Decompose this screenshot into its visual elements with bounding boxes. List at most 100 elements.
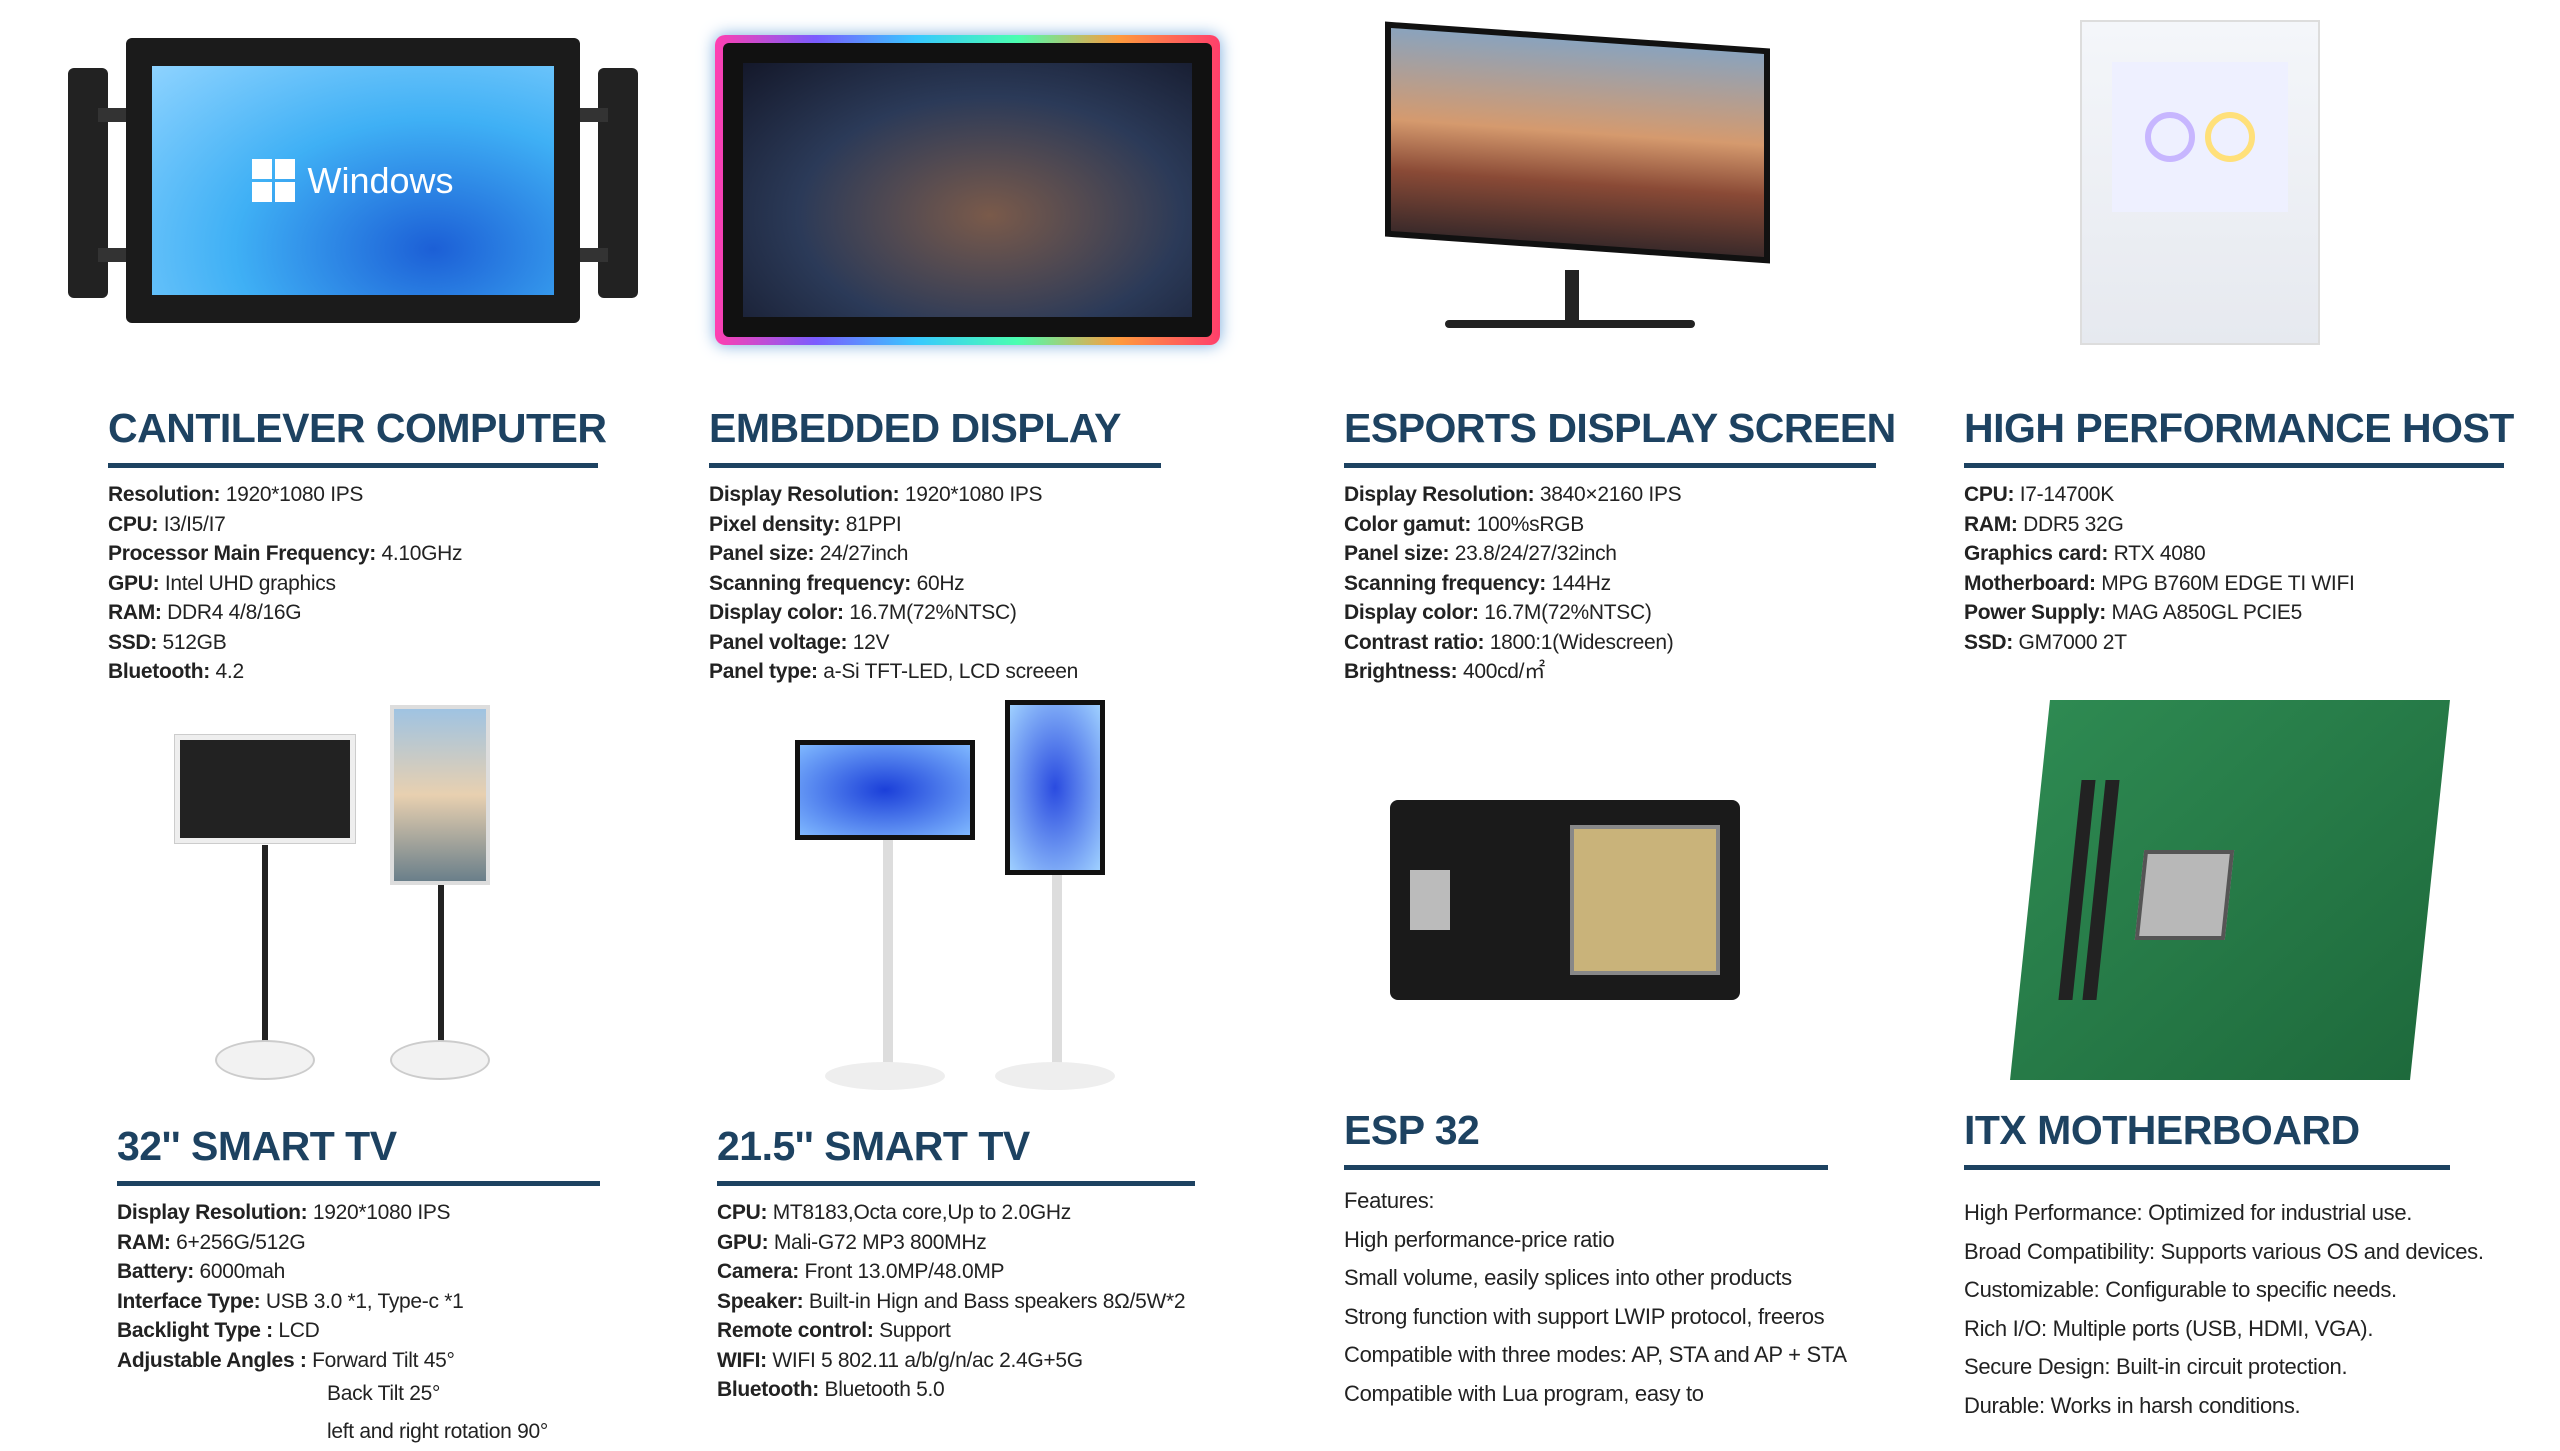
spec-value: 60Hz <box>916 571 965 595</box>
spec-line: CPU: I3/I5/I7 <box>108 510 598 540</box>
spec-list: High Performance: Optimized for industri… <box>1964 1194 2484 1425</box>
spec-value: 4.10GHz <box>381 542 463 565</box>
spec-label: Remote control: <box>717 1319 874 1342</box>
spec-line: SSD: GM7000 2T <box>1964 628 2504 658</box>
feature-line: High performance-price ratio <box>1344 1226 1615 1252</box>
spec-value: 4.2 <box>215 660 245 683</box>
smart-tv-215-image <box>795 700 1135 1100</box>
feature-line: Strong function with support LWIP protoc… <box>1344 1303 1825 1329</box>
spec-line: Motherboard: MPG B760M EDGE TI WIFI <box>1964 569 2504 599</box>
spec-label: Display Resolution: <box>709 483 900 506</box>
feature-line: Compatible with three modes: AP, STA and… <box>1344 1342 1847 1367</box>
spec-label: Display color: <box>1344 601 1479 624</box>
spec-value: Bluetooth 5.0 <box>824 1378 945 1401</box>
spec-label: Brightness: <box>1344 660 1458 683</box>
cantilever-computer-image: Windows <box>68 38 638 328</box>
spec-label: Motherboard: <box>1964 571 2096 595</box>
spec-value: 3840×2160 IPS <box>1539 483 1682 506</box>
spec-value: 23.8/24/27/32inch <box>1454 542 1617 565</box>
product-esports: ESPORTS DISPLAY SCREEN Display Resolution… <box>1344 405 1896 687</box>
title-underline <box>108 463 598 468</box>
spec-line: SSD: 512GB <box>108 628 598 658</box>
spec-label: Color gamut: <box>1344 512 1472 536</box>
title-underline <box>1344 463 1876 468</box>
title-underline <box>1964 463 2504 468</box>
product-title: ITX MOTHERBOARD <box>1964 1107 2360 1153</box>
spec-value: DDR4 4/8/16G <box>167 601 302 624</box>
spec-label: Battery: <box>117 1260 194 1283</box>
spec-line: RAM: DDR4 4/8/16G <box>108 598 598 628</box>
spec-value: 1920*1080 IPS <box>312 1201 451 1224</box>
spec-label: GPU: <box>108 571 160 595</box>
spec-label: RAM: <box>1964 512 2018 536</box>
spec-line: CPU: I7-14700K <box>1964 480 2504 510</box>
spec-line: Color gamut: 100%sRGB <box>1344 510 1876 540</box>
spec-line: Display Resolution: 3840×2160 IPS <box>1344 480 1876 510</box>
itx-motherboard-image <box>2010 700 2450 1080</box>
spec-value: 16.7M(72%NTSC) <box>1484 601 1652 624</box>
spec-value: a-Si TFT-LED, LCD screeen <box>823 660 1078 683</box>
title-underline <box>1344 1165 1828 1170</box>
spec-label: Graphics card: <box>1964 542 2109 565</box>
spec-line: RAM: DDR5 32G <box>1964 510 2504 540</box>
spec-label: Resolution: <box>108 483 221 506</box>
spec-line: Scanning frequency: 60Hz <box>709 569 1161 599</box>
spec-value: I7-14700K <box>2019 483 2115 506</box>
spec-line: Display color: 16.7M(72%NTSC) <box>1344 598 1876 628</box>
spec-value: 400cd/㎡ <box>1462 660 1545 683</box>
spec-label: Adjustable Angles : <box>117 1348 307 1372</box>
feature-line: Secure Design: Built-in circuit protecti… <box>1964 1354 2348 1379</box>
title-underline <box>709 463 1161 468</box>
spec-line: Scanning frequency: 144Hz <box>1344 569 1876 599</box>
pc-case-image <box>2080 20 2320 345</box>
spec-line: Pixel density: 81PPI <box>709 510 1161 540</box>
spec-line: Graphics card: RTX 4080 <box>1964 539 2504 569</box>
spec-value: 12V <box>852 630 890 654</box>
spec-label: CPU: <box>1964 483 2015 506</box>
spec-label: SSD: <box>108 630 157 654</box>
spec-value: USB 3.0 *1, Type-c *1 <box>265 1289 464 1313</box>
spec-value: I3/I5/I7 <box>163 512 226 536</box>
spec-line: CPU: MT8183,Octa core,Up to 2.0GHz <box>717 1198 1195 1228</box>
spec-line: Contrast ratio: 1800:1(Widescreen) <box>1344 628 1876 658</box>
product-title: ESP 32 <box>1344 1107 1480 1153</box>
spec-label: Speaker: <box>717 1289 804 1313</box>
spec-line: Battery: 6000mah <box>117 1257 600 1287</box>
spec-value: 512GB <box>162 630 227 654</box>
spec-label: RAM: <box>108 601 162 624</box>
feature-line: Customizable: Configurable to specific n… <box>1964 1277 2397 1302</box>
spec-value: DDR5 32G <box>2023 512 2124 536</box>
spec-line: WIFI: WIFI 5 802.11 a/b/g/n/ac 2.4G+5G <box>717 1346 1195 1376</box>
feature-line: Durable: Works in harsh conditions. <box>1964 1392 2301 1418</box>
product-title: EMBEDDED DISPLAY <box>709 405 1121 451</box>
spec-continuation: Back Tilt 25° <box>327 1382 441 1405</box>
product-cantilever: CANTILEVER COMPUTER Resolution: 1920*1080… <box>108 405 607 687</box>
title-underline <box>1964 1165 2450 1170</box>
spec-line: Interface Type: USB 3.0 *1, Type-c *1 <box>117 1287 600 1317</box>
windows-label: Windows <box>307 159 454 201</box>
spec-line: Panel size: 23.8/24/27/32inch <box>1344 539 1876 569</box>
spec-label: RAM: <box>117 1230 171 1254</box>
spec-label: Display Resolution: <box>117 1201 308 1224</box>
spec-line: Power Supply: MAG A850GL PCIE5 <box>1964 598 2504 628</box>
product-embedded: EMBEDDED DISPLAY Display Resolution: 1920… <box>709 408 1161 687</box>
product-title: CANTILEVER COMPUTER <box>108 405 607 451</box>
spec-value: Front 13.0MP/48.0MP <box>804 1260 1005 1283</box>
spec-line: Display color: 16.7M(72%NTSC) <box>709 598 1161 628</box>
title-underline <box>717 1181 1195 1186</box>
spec-value: 24/27inch <box>819 542 909 565</box>
spec-value: 1920*1080 IPS <box>225 483 364 506</box>
spec-value: Forward Tilt 45° <box>312 1348 455 1372</box>
spec-value: 1800:1(Widescreen) <box>1489 630 1674 654</box>
spec-label: Contrast ratio: <box>1344 630 1485 654</box>
spec-value: 81PPI <box>845 512 902 536</box>
spec-line: Panel size: 24/27inch <box>709 539 1161 569</box>
product-title: ESPORTS DISPLAY SCREEN <box>1344 405 1896 451</box>
spec-label: Bluetooth: <box>717 1378 819 1401</box>
